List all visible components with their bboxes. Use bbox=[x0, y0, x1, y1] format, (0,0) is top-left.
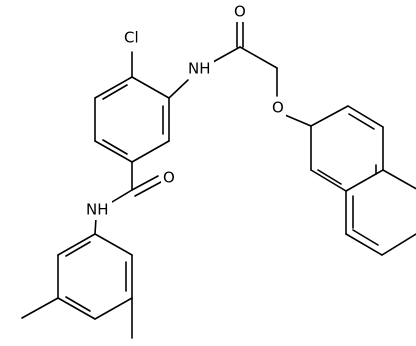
central-benzene-ring bbox=[94, 76, 170, 163]
amide-nh-top-label: NH bbox=[188, 60, 211, 78]
carbonyl-o-bottom-label: O bbox=[163, 169, 175, 187]
dimethylphenyl-ring bbox=[21, 233, 133, 339]
ether-o-label: O bbox=[272, 99, 284, 117]
naphthalene-ring-system bbox=[310, 105, 416, 256]
carbonyl-o-top-label: O bbox=[234, 3, 246, 21]
atom-labels: Cl NH O O NH O bbox=[84, 2, 286, 220]
amide-nh-bottom-label: NH bbox=[86, 201, 109, 219]
bottom-amide-linker bbox=[94, 161, 162, 235]
chlorine-label: Cl bbox=[124, 29, 139, 47]
top-amide-linker bbox=[168, 17, 312, 127]
